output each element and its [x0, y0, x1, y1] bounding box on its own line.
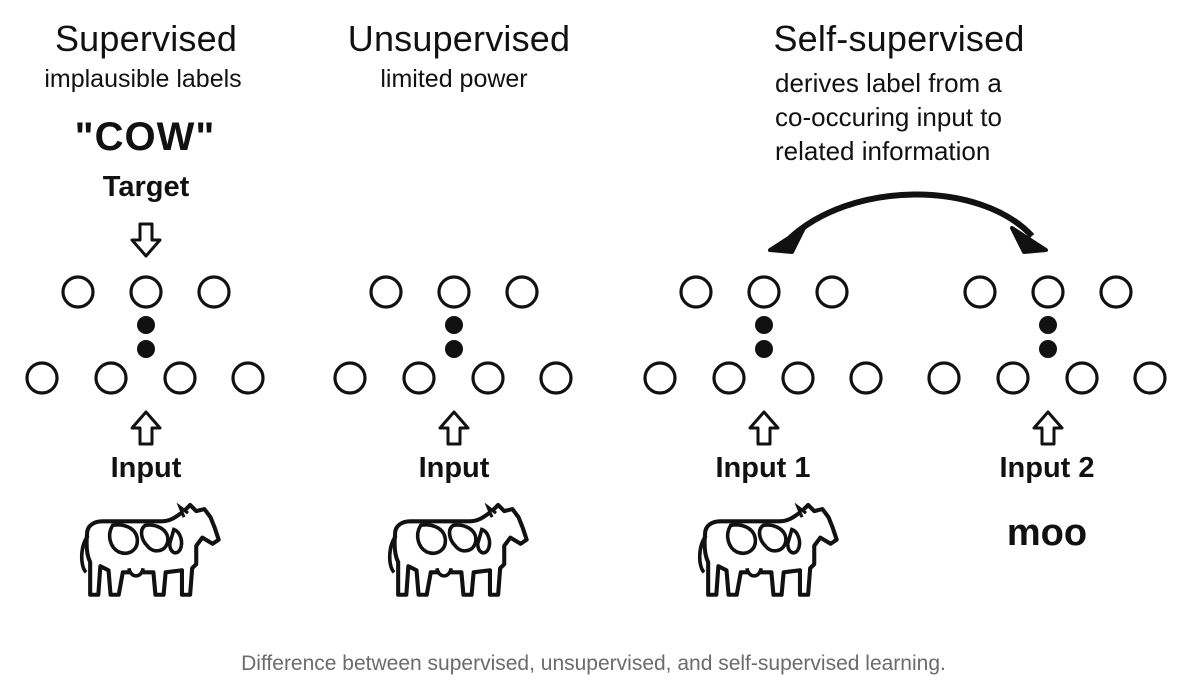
- input1-label: Input 1: [715, 452, 811, 484]
- network-supervised: [25, 275, 265, 395]
- network-unsupervised: [333, 275, 573, 395]
- target-label: Target: [102, 171, 190, 203]
- input2-up-arrow-icon: [1032, 410, 1064, 446]
- description-line: related information: [775, 136, 991, 166]
- description-line: co-occuring input to: [775, 102, 1002, 132]
- unsupervised-subtitle: limited power: [380, 65, 528, 93]
- cow-icon: [700, 505, 837, 595]
- supervised-input-label: Input: [110, 452, 182, 484]
- input2-label: Input 2: [999, 452, 1095, 484]
- supervised-subtitle: implausible labels: [44, 65, 242, 93]
- self-supervised-title: Self-supervised: [773, 18, 1025, 59]
- double-headed-curved-arrow-icon: [768, 191, 1048, 254]
- unsupervised-title: Unsupervised: [347, 18, 571, 59]
- target-value: "COW": [74, 115, 216, 159]
- target-down-arrow-icon: [130, 222, 162, 258]
- cow-icon: [390, 505, 527, 595]
- unsupervised-input-label: Input: [418, 452, 490, 484]
- description-line: derives label from a: [775, 68, 1002, 98]
- input1-up-arrow-icon: [748, 410, 780, 446]
- supervised-title: Supervised: [54, 18, 238, 59]
- input-up-arrow-icon: [438, 410, 470, 446]
- diagram-graphics: [25, 191, 1167, 640]
- input-up-arrow-icon: [130, 410, 162, 446]
- network-self-supervised-1: [643, 275, 883, 395]
- cow-icon: [82, 505, 219, 595]
- self-supervised-description: derives label from a co-occuring input t…: [775, 66, 1002, 168]
- network-self-supervised-2: [927, 275, 1167, 395]
- figure-caption: Difference between supervised, unsupervi…: [241, 652, 946, 675]
- input2-value: moo: [1006, 512, 1088, 554]
